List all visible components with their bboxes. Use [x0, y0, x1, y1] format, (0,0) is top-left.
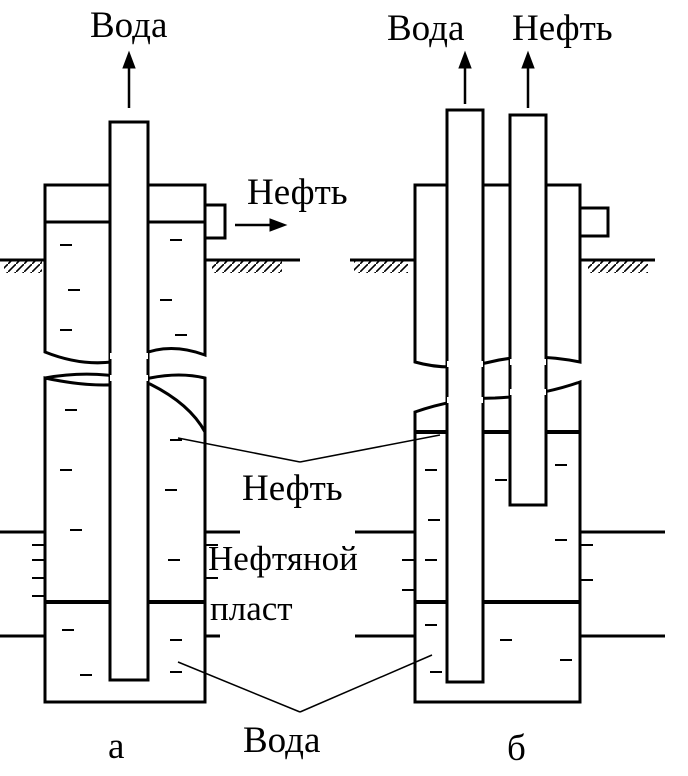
perforation-marks — [32, 544, 593, 597]
label-water-top-b: Вода — [387, 8, 464, 49]
label-oil-top-b: Нефть — [512, 8, 613, 49]
break-line-a — [44, 372, 207, 433]
arrow-water-a — [122, 50, 136, 108]
label-oil-layer-line2: пласт — [210, 589, 293, 628]
liquid-dashes-b — [425, 464, 572, 673]
liquid-dashes-a — [60, 239, 187, 676]
label-water-bottom: Вода — [243, 720, 320, 761]
label-figure-a: а — [108, 726, 124, 767]
label-oil-layer-line1: Нефтяной — [208, 539, 358, 578]
casing-lower-b — [413, 379, 582, 704]
outlet-pipe-a — [205, 203, 227, 240]
well-b — [350, 108, 655, 704]
ground-surface-a-right — [205, 258, 300, 273]
well-a — [0, 120, 300, 704]
tubing-oil-b — [508, 113, 548, 507]
outlet-pipe-b — [580, 206, 610, 238]
tubing-a — [108, 120, 150, 682]
ground-surface-a-left — [0, 258, 45, 273]
arrow-water-b — [458, 50, 472, 104]
ground-surface-b-left — [350, 258, 415, 273]
casing-lower-a — [43, 373, 207, 704]
tubing-water-b — [445, 108, 485, 684]
casing-upper-b — [413, 183, 582, 369]
label-oil-middle: Нефть — [242, 468, 343, 509]
arrow-oil-b — [521, 50, 535, 108]
ground-surface-b-right — [580, 258, 655, 273]
label-water-top-a: Вода — [90, 5, 167, 46]
arrow-oil-a — [235, 218, 288, 232]
label-figure-b: б — [507, 728, 526, 769]
oil-layer-boundaries — [0, 530, 665, 638]
leader-lines — [177, 434, 441, 713]
label-oil-side-a: Нефть — [247, 172, 348, 213]
